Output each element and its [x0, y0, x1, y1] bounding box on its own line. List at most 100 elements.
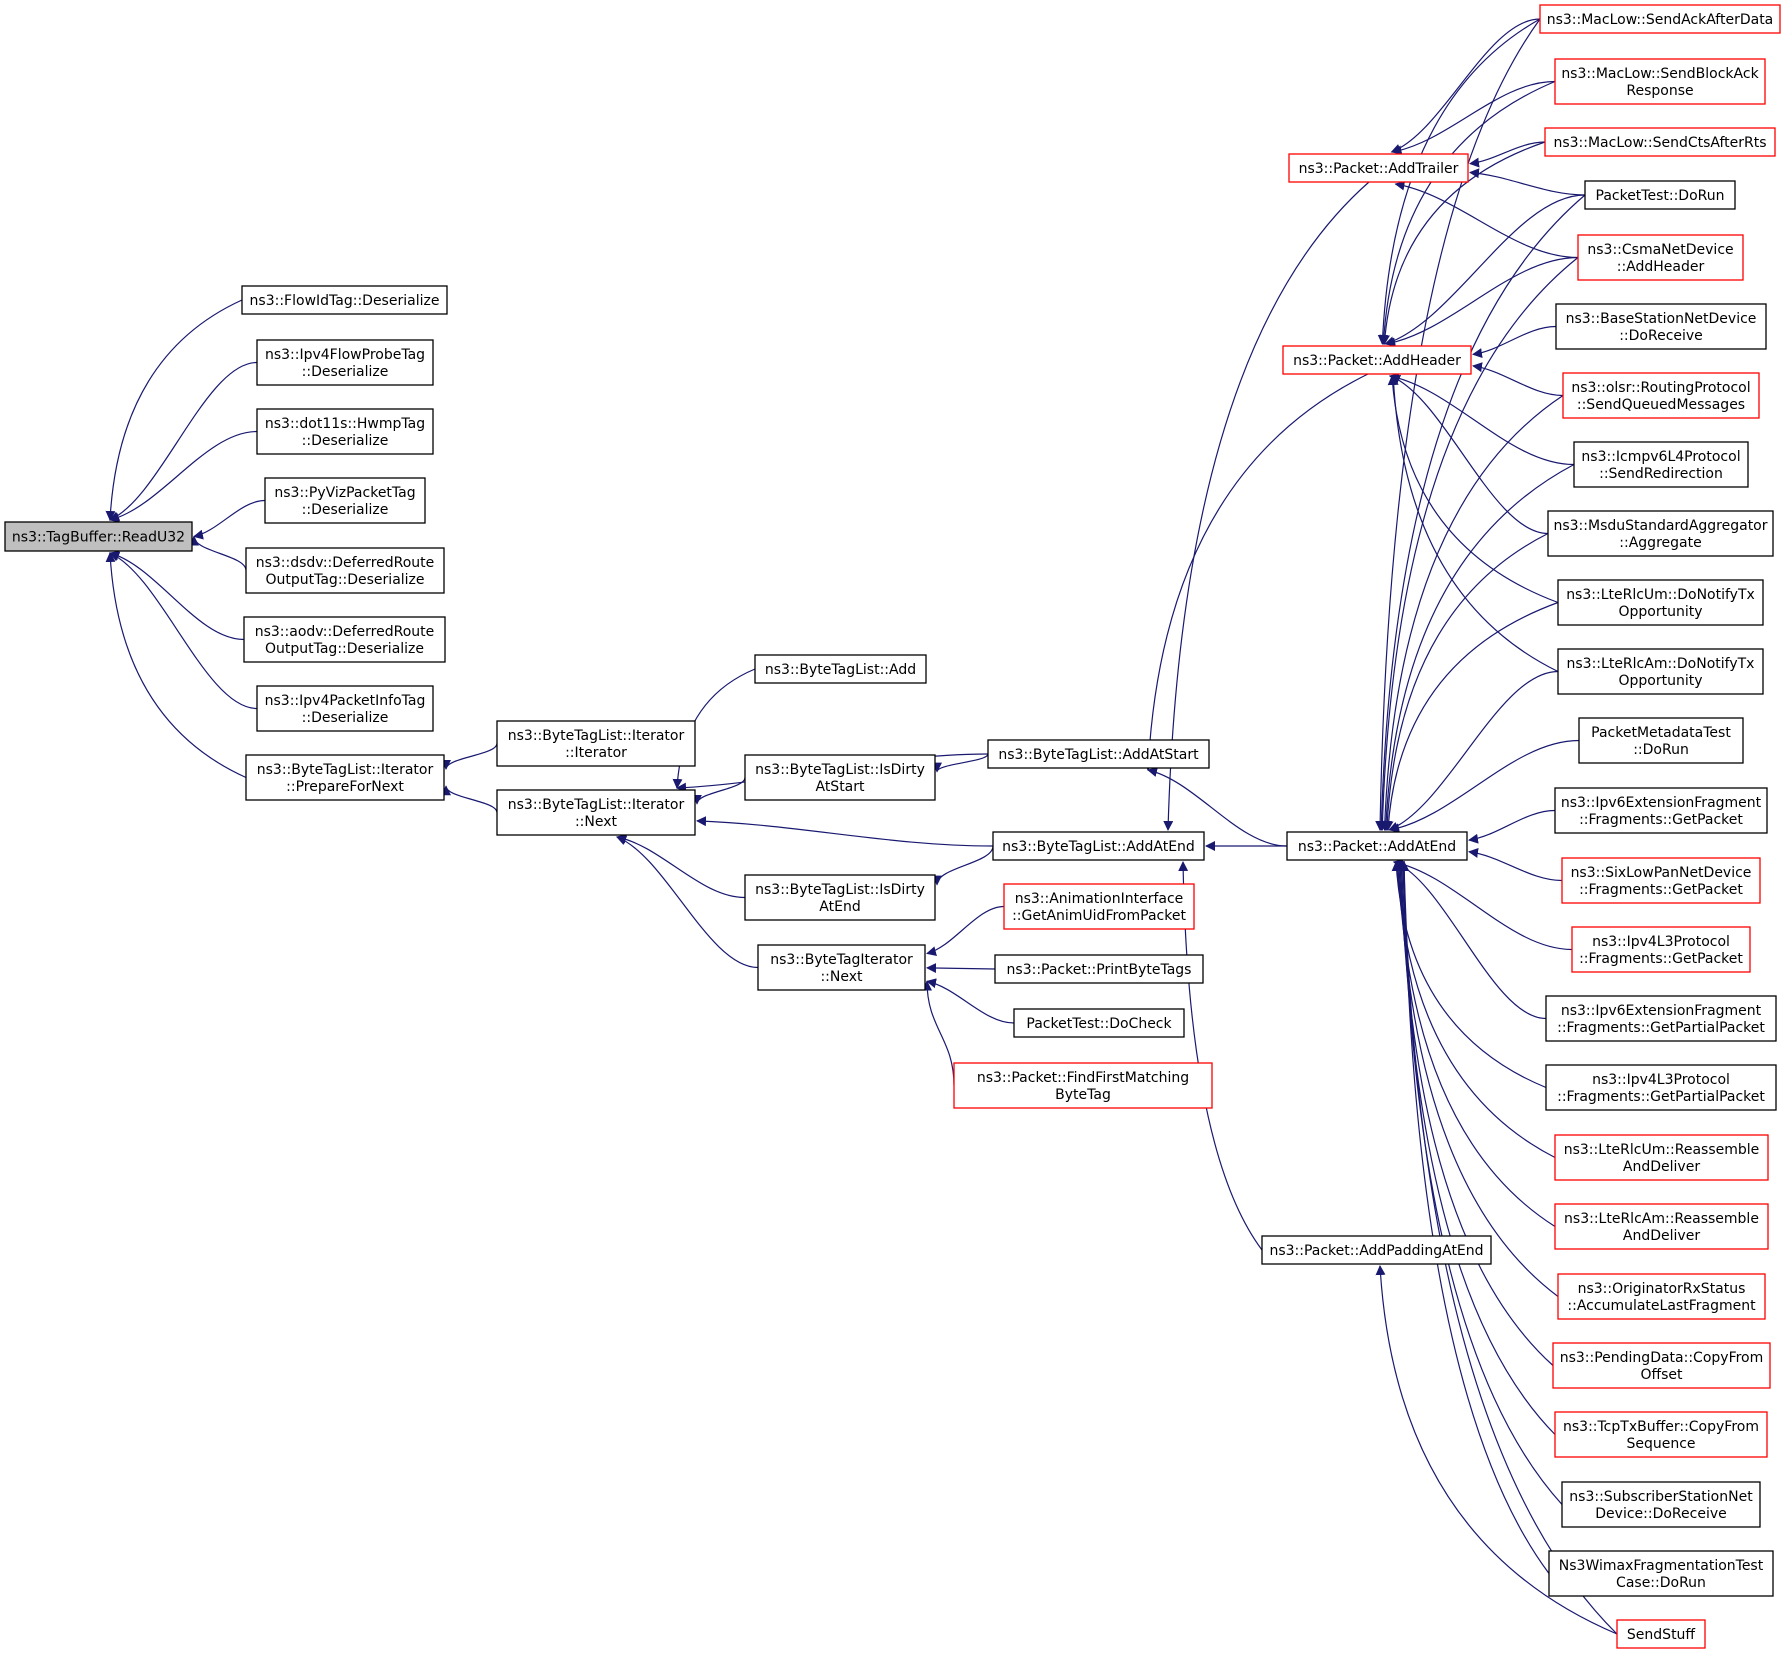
- node-addheader[interactable]: ns3::Packet::AddHeader: [1282, 345, 1472, 375]
- node-printbytetags[interactable]: ns3::Packet::PrintByteTags: [994, 954, 1204, 984]
- node-label: ns3::Ipv4FlowProbeTag: [265, 347, 425, 363]
- node-label: ::Iterator: [565, 745, 627, 761]
- node-label: Case::DoRun: [1616, 1575, 1706, 1591]
- call-edge-addheader-to-addatstart: [1143, 373, 1369, 771]
- node-box: [1555, 303, 1767, 350]
- node-sendackafterdata[interactable]: ns3::MacLow::SendAckAfterData: [1539, 4, 1781, 34]
- node-label: ::Aggregate: [1619, 535, 1701, 551]
- node-originator[interactable]: ns3::OriginatorRxStatus::AccumulateLastF…: [1557, 1273, 1766, 1320]
- call-edge-btladdatend-to-iternext: [696, 816, 994, 847]
- node-btladd[interactable]: ns3::ByteTagList::Add: [754, 654, 927, 684]
- node-sixlowpan[interactable]: ns3::SixLowPanNetDevice::Fragments::GetP…: [1561, 857, 1761, 904]
- node-label: Offset: [1640, 1367, 1683, 1383]
- node-ipv4flowprobe[interactable]: ns3::Ipv4FlowProbeTag::Deserialize: [256, 339, 434, 386]
- node-label: ns3::MsduStandardAggregator: [1553, 518, 1767, 534]
- node-label: ns3::TcpTxBuffer::CopyFrom: [1563, 1419, 1759, 1435]
- node-box: [994, 954, 1204, 984]
- call-edge-addtrailer-to-btladdatend: [1163, 181, 1370, 831]
- node-label: AtStart: [815, 779, 865, 795]
- node-box: [1578, 717, 1744, 764]
- edge-layer: [105, 18, 1618, 1635]
- node-box: [744, 874, 936, 921]
- node-msdu[interactable]: ns3::MsduStandardAggregator::Aggregate: [1547, 510, 1774, 557]
- node-ipv6extpartial[interactable]: ns3::Ipv6ExtensionFragment::Fragments::G…: [1545, 995, 1777, 1042]
- call-edge-lterlcumtx-to-pktaddatend: [1383, 601, 1559, 831]
- node-docheck[interactable]: PacketTest::DoCheck: [1013, 1008, 1185, 1038]
- node-box: [1577, 234, 1744, 281]
- node-sendstuff[interactable]: SendStuff: [1616, 1619, 1706, 1649]
- node-ipv4l3frag[interactable]: ns3::Ipv4L3Protocol::Fragments::GetPacke…: [1571, 926, 1751, 973]
- node-olsr[interactable]: ns3::olsr::RoutingProtocol::SendQueuedMe…: [1562, 372, 1760, 419]
- node-box: [1003, 883, 1195, 930]
- node-sendctsafterrts[interactable]: ns3::MacLow::SendCtsAfterRts: [1544, 127, 1776, 157]
- node-label: Device::DoReceive: [1595, 1506, 1726, 1522]
- node-box: [992, 831, 1205, 861]
- node-box: [1545, 995, 1777, 1042]
- node-addatstart[interactable]: ns3::ByteTagList::AddAtStart: [987, 739, 1210, 769]
- node-addpadding[interactable]: ns3::Packet::AddPaddingAtEnd: [1261, 1235, 1492, 1265]
- node-btinext[interactable]: ns3::ByteTagIterator::Next: [757, 944, 926, 991]
- node-label: PacketMetadataTest: [1591, 725, 1731, 741]
- node-box: [953, 1062, 1213, 1109]
- node-addtrailer[interactable]: ns3::Packet::AddTrailer: [1288, 153, 1469, 183]
- node-iterctor[interactable]: ns3::ByteTagList::Iterator::Iterator: [496, 720, 696, 767]
- node-flowid[interactable]: ns3::FlowIdTag::Deserialize: [241, 285, 448, 315]
- call-edge-originator-to-pktaddatend: [1394, 861, 1559, 1297]
- node-label: ns3::OriginatorRxStatus: [1578, 1281, 1746, 1297]
- call-edge-aodv-to-root: [109, 550, 245, 641]
- call-edge-pyviz-to-root: [193, 499, 266, 540]
- node-csmaaddheader[interactable]: ns3::CsmaNetDevice::AddHeader: [1577, 234, 1744, 281]
- node-label: ns3::PyVizPacketTag: [274, 485, 415, 501]
- node-label: ns3::ByteTagList::Iterator: [508, 728, 685, 744]
- node-ipv4pktinfo[interactable]: ns3::Ipv4PacketInfoTag::Deserialize: [256, 685, 434, 732]
- node-box: [1562, 372, 1760, 419]
- node-pktaddatend[interactable]: ns3::Packet::AddAtEnd: [1286, 831, 1468, 861]
- node-ssreceive[interactable]: ns3::SubscriberStationNetDevice::DoRecei…: [1561, 1481, 1761, 1528]
- node-box: [744, 754, 936, 801]
- node-bsreceive[interactable]: ns3::BaseStationNetDevice::DoReceive: [1555, 303, 1767, 350]
- node-preparefornext[interactable]: ns3::ByteTagList::Iterator::PrepareForNe…: [245, 754, 445, 801]
- node-packettestdorun[interactable]: PacketTest::DoRun: [1584, 180, 1736, 210]
- node-label: ns3::dot11s::HwmpTag: [265, 416, 425, 432]
- node-btladdatend[interactable]: ns3::ByteTagList::AddAtEnd: [992, 831, 1205, 861]
- node-root[interactable]: ns3::TagBuffer::ReadU32: [4, 521, 193, 552]
- node-label: Response: [1626, 83, 1693, 99]
- node-ipv6extfrag[interactable]: ns3::Ipv6ExtensionFragment::Fragments::G…: [1554, 787, 1768, 834]
- node-pyviz[interactable]: ns3::PyVizPacketTag::Deserialize: [264, 477, 426, 524]
- node-label: ns3::dsdv::DeferredRoute: [256, 555, 435, 571]
- node-dsdv[interactable]: ns3::dsdv::DeferredRouteOutputTag::Deser…: [245, 547, 445, 594]
- call-edge-addpadding-to-btladdatend: [1178, 861, 1263, 1251]
- node-box: [1552, 1342, 1771, 1389]
- node-anim[interactable]: ns3::AnimationInterface::GetAnimUidFromP…: [1003, 883, 1195, 930]
- call-edge-icmpv6-to-addheader: [1388, 372, 1575, 466]
- node-box: [4, 521, 193, 552]
- node-label: Sequence: [1626, 1436, 1695, 1452]
- node-box: [1554, 1411, 1768, 1458]
- node-icmpv6[interactable]: ns3::Icmpv6L4Protocol::SendRedirection: [1573, 441, 1749, 488]
- node-label: ns3::ByteTagList::AddAtEnd: [1002, 839, 1195, 855]
- node-label: ::GetAnimUidFromPacket: [1012, 908, 1186, 924]
- call-edge-ipv4flowprobe-to-root: [109, 361, 258, 521]
- node-pktmetadatatest[interactable]: PacketMetadataTest::DoRun: [1578, 717, 1744, 764]
- node-aodv[interactable]: ns3::aodv::DeferredRouteOutputTag::Deser…: [243, 616, 446, 663]
- node-hwmp[interactable]: ns3::dot11s::HwmpTag::Deserialize: [256, 408, 434, 455]
- node-label: ns3::PendingData::CopyFrom: [1560, 1350, 1764, 1366]
- node-box: [1286, 831, 1468, 861]
- node-ipv4l3partial[interactable]: ns3::Ipv4L3Protocol::Fragments::GetParti…: [1545, 1064, 1777, 1111]
- node-iternext[interactable]: ns3::ByteTagList::Iterator::Next: [496, 789, 696, 836]
- node-box: [1288, 153, 1469, 183]
- node-label: ns3::AnimationInterface: [1015, 891, 1184, 907]
- node-label: ::Fragments::GetPacket: [1579, 951, 1743, 967]
- node-label: ns3::ByteTagList::AddAtStart: [998, 747, 1199, 763]
